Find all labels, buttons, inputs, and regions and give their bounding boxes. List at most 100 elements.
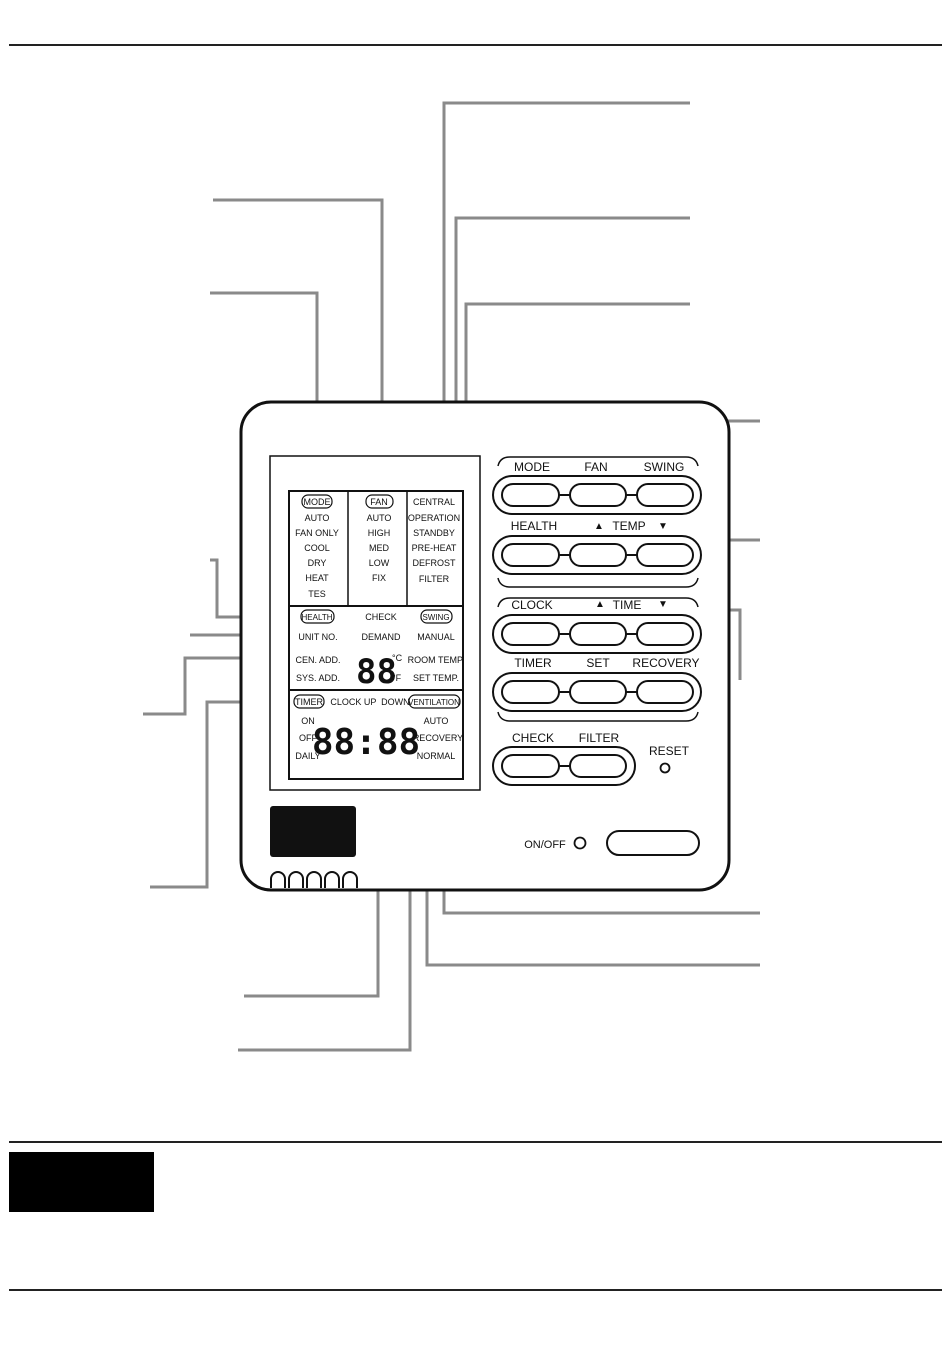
check-button[interactable] bbox=[501, 754, 560, 778]
temp-up-button[interactable] bbox=[569, 543, 627, 567]
set-button[interactable] bbox=[569, 680, 627, 704]
group-divider bbox=[497, 577, 699, 588]
time-up-button[interactable] bbox=[569, 622, 627, 646]
separator-rule bbox=[9, 1141, 942, 1143]
mode-item: TES bbox=[308, 589, 326, 599]
mode-badge bbox=[301, 494, 333, 509]
fan-item: LOW bbox=[369, 558, 390, 568]
fan-item: FIX bbox=[372, 573, 386, 583]
mode-item: HEAT bbox=[305, 573, 329, 583]
time-button-label: TIME bbox=[613, 598, 642, 612]
ventilation-badge bbox=[408, 694, 461, 709]
clock-button[interactable] bbox=[501, 622, 560, 646]
group-divider bbox=[497, 597, 699, 608]
health-button[interactable] bbox=[501, 543, 560, 567]
button-row-outline bbox=[492, 535, 702, 575]
timer-item: OFF bbox=[299, 733, 317, 743]
room-temp-label: ROOM TEMP. bbox=[408, 655, 465, 665]
onoff-indicator-led bbox=[573, 836, 587, 850]
fahrenheit-unit: °F bbox=[392, 673, 402, 683]
filter-button-label: FILTER bbox=[579, 731, 620, 745]
button-row-outline bbox=[492, 672, 702, 712]
ventilation-item: RECOVERY bbox=[413, 733, 463, 743]
lcd-inner bbox=[288, 490, 464, 780]
vent-slot bbox=[342, 871, 358, 888]
swing-badge bbox=[420, 609, 453, 624]
vent-slots bbox=[270, 871, 358, 888]
demand-label: DEMAND bbox=[361, 632, 401, 642]
check-button-label: CHECK bbox=[512, 731, 554, 745]
top-rule bbox=[9, 44, 942, 46]
timer-button[interactable] bbox=[501, 680, 560, 704]
status-item: FILTER bbox=[419, 574, 450, 584]
health-badge bbox=[300, 609, 335, 624]
mode-item: COOL bbox=[304, 543, 330, 553]
ir-receiver-window bbox=[270, 806, 356, 857]
vent-slot bbox=[324, 871, 340, 888]
timer-badge bbox=[293, 694, 325, 709]
clock-up-down-label: CLOCK UP DOWN bbox=[330, 697, 409, 707]
health-button-label: HEALTH bbox=[511, 519, 557, 533]
reset-button-label: RESET bbox=[649, 744, 690, 758]
vent-slot bbox=[270, 871, 286, 888]
temp-down-button[interactable] bbox=[636, 543, 694, 567]
button-group-dividers bbox=[497, 456, 699, 722]
manual-label: MANUAL bbox=[417, 632, 455, 642]
ventilation-item: NORMAL bbox=[417, 751, 456, 761]
celsius-unit: °C bbox=[392, 653, 403, 663]
mode-item: FAN ONLY bbox=[295, 528, 339, 538]
clock-button-label: CLOCK bbox=[511, 598, 552, 612]
time-up-icon: ▲ bbox=[595, 599, 605, 610]
mode-item: DRY bbox=[308, 558, 327, 568]
health-badge-label: HEALTH bbox=[302, 613, 333, 622]
vent-slot bbox=[306, 871, 322, 888]
mode-item: AUTO bbox=[305, 513, 330, 523]
recovery-button-label: RECOVERY bbox=[632, 656, 699, 670]
fan-items: AUTO HIGH MED LOW FIX bbox=[367, 513, 392, 583]
check-indicator: CHECK bbox=[365, 612, 397, 622]
button-panel: MODE FAN SWING HEALTH ▲ TEMP ▼ CLOCK ▲ T… bbox=[492, 456, 702, 856]
lcd-frame bbox=[269, 455, 481, 791]
mode-badge-label: MODE bbox=[304, 497, 331, 507]
lcd-panel: MODE AUTO FAN ONLY COOL DRY HEAT TES FAN… bbox=[269, 455, 481, 791]
leader-line-central bbox=[442, 101, 690, 494]
ventilation-item: AUTO bbox=[424, 716, 449, 726]
ventilation-badge-label: VENTILATION bbox=[408, 698, 460, 707]
set-temp-label: SET TEMP. bbox=[413, 673, 459, 683]
fan-item: AUTO bbox=[367, 513, 392, 523]
status-item: DEFROST bbox=[412, 558, 456, 568]
clock-digits: 88:88 bbox=[312, 722, 420, 763]
status-item: PRE-HEAT bbox=[412, 543, 457, 553]
timer-button-label: TIMER bbox=[514, 656, 552, 670]
onoff-label: ON/OFF bbox=[524, 839, 566, 851]
button-row-outline bbox=[492, 475, 702, 515]
button-row-outline bbox=[492, 614, 702, 654]
time-down-button[interactable] bbox=[636, 622, 694, 646]
onoff-button[interactable] bbox=[606, 830, 700, 856]
group-divider bbox=[497, 456, 699, 467]
bottom-rule bbox=[9, 1289, 942, 1291]
fan-button-label: FAN bbox=[584, 460, 607, 474]
mode-items: AUTO FAN ONLY COOL DRY HEAT TES bbox=[295, 513, 339, 599]
group-divider bbox=[497, 711, 699, 722]
fan-item: MED bbox=[369, 543, 390, 553]
filter-button[interactable] bbox=[569, 754, 627, 778]
status-items: CENTRAL OPERATION STANDBY PRE-HEAT DEFRO… bbox=[408, 497, 460, 584]
note-label-block bbox=[9, 1152, 154, 1212]
temp-button-label: TEMP bbox=[612, 519, 645, 533]
fan-button[interactable] bbox=[569, 483, 627, 507]
unit-no-label: UNIT NO. bbox=[298, 632, 337, 642]
mode-button-label: MODE bbox=[514, 460, 550, 474]
set-button-label: SET bbox=[586, 656, 610, 670]
mode-button[interactable] bbox=[501, 483, 560, 507]
temp-down-icon: ▼ bbox=[658, 521, 668, 532]
recovery-button[interactable] bbox=[636, 680, 694, 704]
fan-badge-label: FAN bbox=[370, 497, 388, 507]
status-item: CENTRAL bbox=[413, 497, 455, 507]
vent-slot bbox=[288, 871, 304, 888]
timer-item: ON bbox=[301, 716, 315, 726]
sys-add-label: SYS. ADD. bbox=[296, 673, 340, 683]
reset-button[interactable] bbox=[659, 762, 671, 774]
swing-button[interactable] bbox=[636, 483, 694, 507]
